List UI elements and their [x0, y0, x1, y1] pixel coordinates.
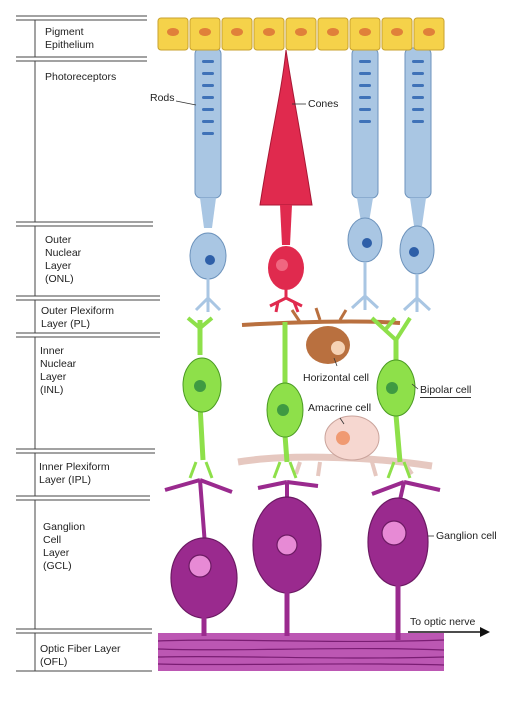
layer-text: Inner	[40, 345, 64, 357]
label-bipolar-cell: Bipolar cell	[420, 384, 472, 398]
layer-text: Layer	[43, 547, 70, 559]
layer-text: Pigment	[45, 26, 84, 38]
layer-text: (GCL)	[43, 560, 72, 572]
layer-text: Layer	[40, 371, 67, 383]
layer-text: Ganglion	[43, 521, 86, 533]
layer-text: Nuclear	[45, 247, 82, 259]
layer-text: Layer (IPL)	[39, 474, 91, 486]
layer-text: Outer Plexiform	[41, 305, 114, 317]
optic-nerve-arrow	[408, 627, 490, 637]
rod-cells	[189, 47, 435, 312]
layer-brackets	[16, 15, 160, 672]
layer-label-ofl: Optic Fiber Layer (OFL)	[40, 643, 121, 669]
label-horizontal-cell: Horizontal cell	[303, 372, 369, 384]
horizontal-cell	[241, 307, 401, 364]
layer-label-inl: Inner Nuclear Layer (INL)	[40, 345, 76, 397]
label-cones: Cones	[308, 98, 339, 110]
layer-text: Layer	[45, 260, 72, 272]
amacrine-cell	[237, 415, 433, 477]
label-to-optic-nerve: To optic nerve	[410, 616, 476, 628]
layer-text: Optic Fiber Layer	[40, 643, 121, 655]
layer-text: Outer	[45, 234, 72, 246]
layer-text: (ONL)	[45, 273, 74, 285]
label-ganglion-cell: Ganglion cell	[436, 530, 497, 542]
layer-label-pigment-epithelium: Pigment Epithelium	[45, 26, 94, 52]
layer-label-onl: Outer Nuclear Layer (ONL)	[45, 234, 81, 286]
layer-text: (OFL)	[40, 656, 68, 668]
layer-text: Cell	[43, 534, 62, 546]
pigment-epithelium	[157, 17, 445, 51]
label-rods: Rods	[150, 92, 175, 104]
optic-fiber-layer	[157, 633, 445, 671]
label-amacrine-cell: Amacrine cell	[308, 402, 372, 414]
ganglion-cells	[164, 478, 441, 640]
layer-text: Nuclear	[40, 358, 77, 370]
layer-text: Inner Plexiform	[39, 461, 110, 473]
bipolar-cells	[182, 316, 416, 479]
layer-text: Layer (PL)	[41, 318, 91, 330]
cone-cell	[259, 49, 313, 313]
layer-label-gcl: Ganglion Cell Layer (GCL)	[43, 521, 85, 573]
layer-text: Epithelium	[45, 39, 95, 51]
layer-label-photoreceptors: Photoreceptors	[45, 71, 116, 84]
leader-lines	[175, 100, 434, 537]
layer-text: (INL)	[40, 384, 64, 396]
layer-label-opl: Outer Plexiform Layer (PL)	[41, 305, 114, 331]
layer-label-ipl: Inner Plexiform Layer (IPL)	[39, 461, 110, 487]
layer-text: Photoreceptors	[45, 71, 117, 83]
